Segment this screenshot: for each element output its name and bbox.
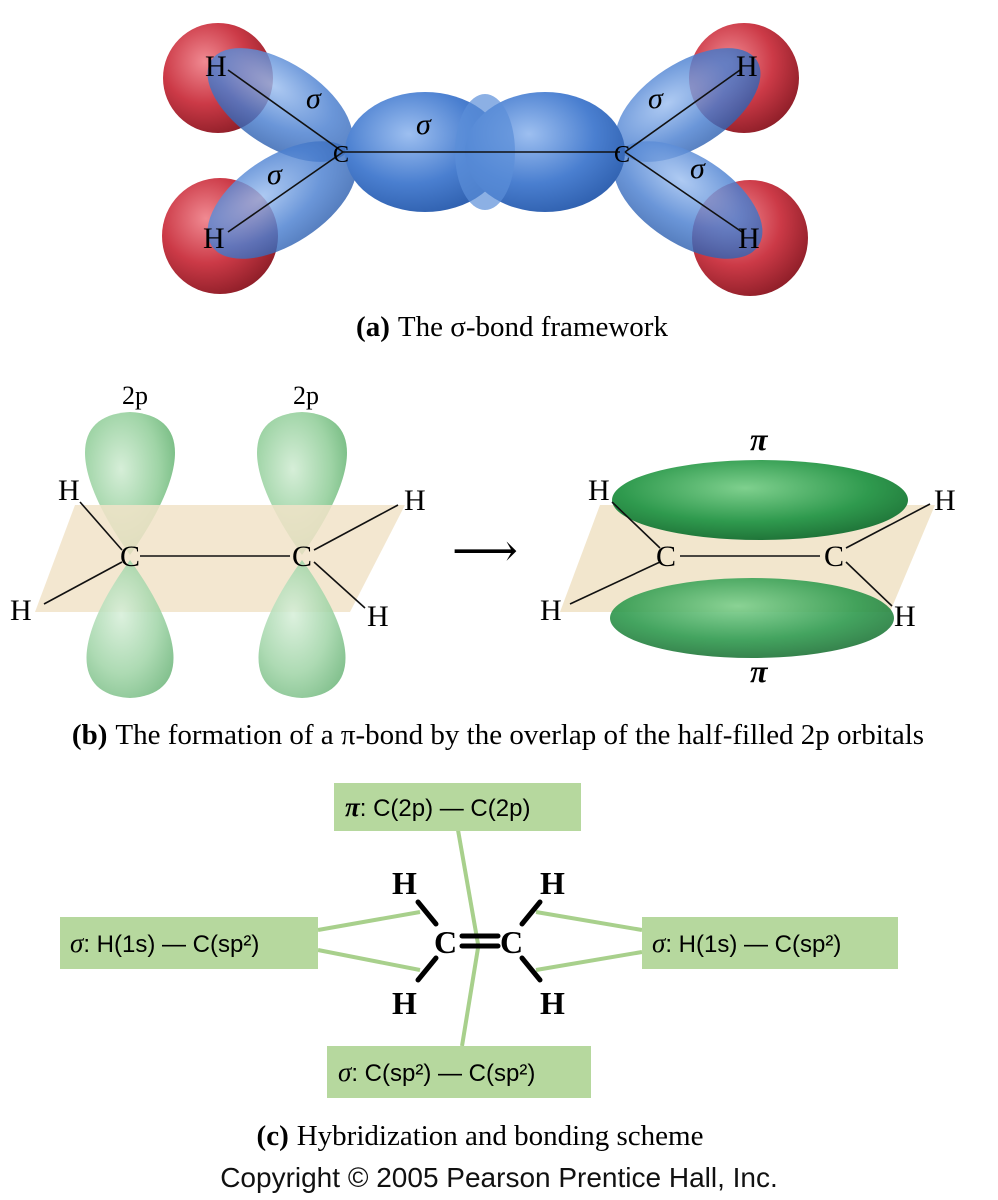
panel-a-h-bottom-right: H [738,222,760,255]
pi-bond-box-label: π: C(2p) — C(2p) [345,792,530,822]
panel-a-h-top-left: H [205,50,227,83]
pi-cloud-upper [612,460,908,540]
panel-b-after: C C H H H H π π [540,421,956,689]
sigma-h-right-box [642,917,898,969]
sigma-cc-box-text: : C(sp²) — C(sp²) [351,1060,535,1087]
panel-b-right-c1: C [656,540,676,573]
panel-c-caption: (c)Hybridization and bonding scheme [257,1120,704,1152]
panel-b-caption: (b)The formation of a π-bond by the over… [72,719,924,751]
ethylene-h-bottom-right: H [540,985,565,1021]
panel-a-caption-label: (a) [356,311,390,343]
panel-b-left-bonds [43,501,399,609]
p-orbital-left-lower [86,560,174,698]
panel-c-caption-text: Hybridization and bonding scheme [297,1120,704,1152]
ethylene-h-top-left: H [392,865,417,901]
copyright-notice: Copyright © 2005 Pearson Prentice Hall, … [220,1162,778,1193]
panel-a-h-bottom-left: H [203,222,225,255]
sigma-label-cc: σ [416,108,432,141]
sigma-label-bottom-right: σ [690,152,706,185]
sigma-cc-box-symbol: σ [338,1057,353,1087]
panel-b-right-c2: C [824,540,844,573]
sigma-h-left-box [60,917,318,969]
p-orbital-right-lower [258,560,346,698]
sp2-lobe-bottom-right [613,141,763,259]
pi-bond-box [334,783,581,831]
p-orbital-label-right: 2p [293,381,319,410]
panel-b-left-c2: C [292,540,312,573]
panel-b-left-h3: H [404,484,426,517]
ethylene-c-right: C [500,924,523,960]
panel-a-bond-lines [227,69,743,233]
ethylene-h-bottom-left: H [392,985,417,1021]
panel-b-left-h1: H [58,474,80,507]
molecular-plane-left [35,505,405,612]
panel-c-caption-label: (c) [257,1120,289,1152]
sigma-cc-box-label: σ: C(sp²) — C(sp²) [338,1057,535,1087]
pi-label-lower: π [750,653,769,689]
sigma-h-right-box-text: : H(1s) — C(sp²) [665,931,841,958]
sp2-lobe-bottom-left [207,141,357,259]
pi-bond-box-symbol: π [345,792,361,822]
panel-b-pi-formation: C C H H H H 2p 2p ⟶ [10,381,956,751]
panel-c-connectors [317,829,643,1047]
sigma-label-bottom-left: σ [267,158,283,191]
panel-a-c-left: C [333,142,349,168]
panel-b-left-h2: H [10,594,32,627]
panel-a-h-top-right: H [736,50,758,83]
panel-a-sigma-framework: H H H H C C σ σ σ σ σ (a)The σ-bond fram… [162,23,808,343]
sigma-h-left-box-label: σ: H(1s) — C(sp²) [70,928,259,958]
sigma-h-right-box-symbol: σ [652,928,667,958]
sigma-h-left-box-symbol: σ [70,928,85,958]
ethylene-h-top-right: H [540,865,565,901]
panel-b-left-c1: C [120,540,140,573]
sigma-cc-box [327,1046,591,1098]
panel-b-right-h2: H [540,594,562,627]
panel-b-left-h4: H [367,600,389,633]
panel-b-before: C C H H H H 2p 2p [10,381,426,698]
reaction-arrow: ⟶ [452,525,518,576]
panel-b-right-h4: H [894,600,916,633]
panel-b-right-h1: H [588,474,610,507]
p-orbital-label-left: 2p [122,381,148,410]
panel-b-right-h3: H [934,484,956,517]
sigma-label-top-left: σ [306,82,322,115]
panel-c-hybridization-scheme: π: C(2p) — C(2p) σ: H(1s) — C(sp²) σ: H(… [60,783,898,1152]
panel-a-caption-text: The σ-bond framework [398,311,669,343]
panel-b-right-bonds [569,501,931,607]
ethylene-c-left: C [434,924,457,960]
panel-a-caption: (a)The σ-bond framework [356,311,668,343]
sigma-label-top-right: σ [648,82,664,115]
sigma-h-left-box-text: : H(1s) — C(sp²) [83,931,259,958]
pi-label-upper: π [750,421,769,457]
sigma-h-right-box-label: σ: H(1s) — C(sp²) [652,928,841,958]
pi-cloud-lower [610,578,894,658]
ethylene-structure-bonds [415,899,543,983]
panel-b-caption-label: (b) [72,719,107,751]
pi-bond-box-text: : C(2p) — C(2p) [360,795,531,822]
panel-a-c-right: C [614,142,630,168]
panel-b-caption-text: The formation of a π-bond by the overlap… [115,719,924,751]
